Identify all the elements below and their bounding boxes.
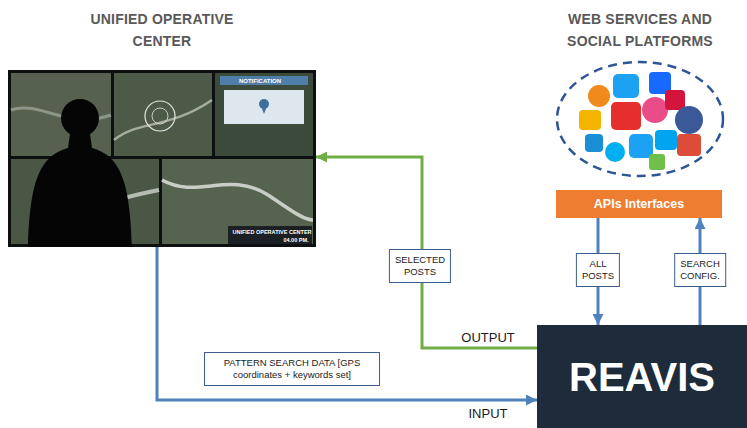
flow-label: OUTPUT (461, 330, 514, 345)
edge-label: ALL POSTS (576, 253, 620, 287)
screen-text: NOTIFICATION (239, 78, 281, 84)
input-arrow (157, 247, 537, 400)
output-arrow (316, 157, 537, 348)
section-heading: UNIFIED OPERATIVE CENTER (70, 8, 255, 52)
screen-text: 04.00 PM. (283, 237, 308, 243)
edge-label: SEARCH CONFIG. (674, 253, 726, 287)
screen-text: UNIFIED OPERATIVE CENTER (232, 229, 311, 235)
edge-label: SELECTED POSTS (389, 249, 451, 283)
operative-center-screen: UNIFIED OPERATIVE CENTER (8, 70, 316, 247)
edge-label: PATTERN SEARCH DATA [GPS coordinates + k… (204, 352, 380, 386)
box-label: REAVIS (569, 354, 715, 400)
social-platforms-cloud: WEB SERVICES AND SOCIAL PLATFORMS (555, 60, 725, 178)
social-cloud-illustration (557, 62, 723, 176)
box-label: APIs Interfaces (594, 197, 684, 211)
flow-label: INPUT (469, 406, 508, 421)
section-heading: WEB SERVICES AND SOCIAL PLATFORMS (550, 8, 730, 52)
api-box: APIs Interfaces (556, 190, 722, 218)
reavis-box: REAVIS (537, 325, 747, 428)
screen-illustration (8, 70, 316, 247)
